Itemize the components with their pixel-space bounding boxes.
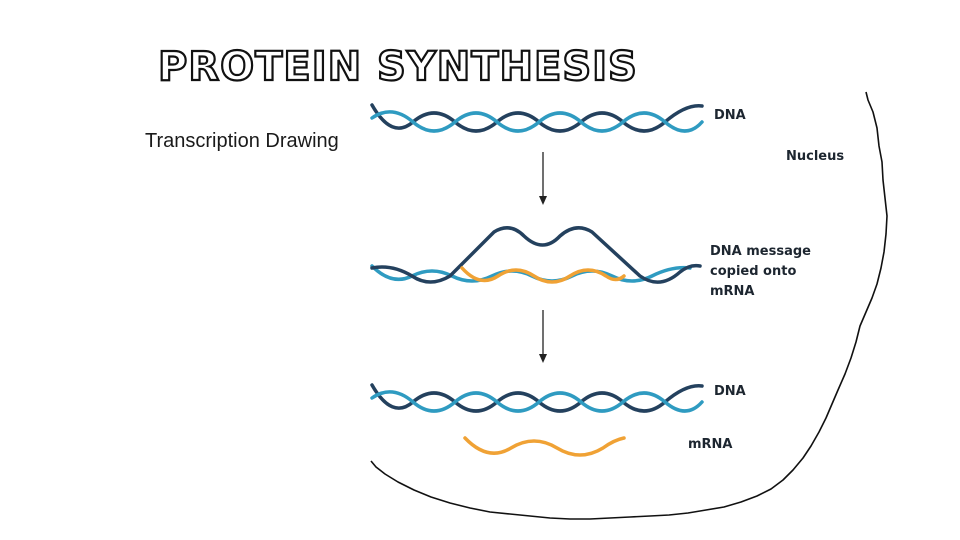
mrna-strand-released	[465, 438, 624, 455]
label-mrna: mRNA	[688, 435, 733, 455]
label-dna-copied: DNA message copied onto mRNA	[710, 242, 830, 302]
label-dna-top: DNA	[714, 106, 746, 126]
arrow-down-1	[539, 152, 547, 205]
label-dna-copied-line2: copied onto	[710, 262, 830, 282]
arrow-down-2	[539, 310, 547, 363]
slide-subtitle: Transcription Drawing	[145, 130, 370, 153]
dna-helix-bottom	[372, 385, 702, 411]
slide-title: PROTEIN SYNTHESIS	[158, 44, 638, 90]
label-dna-copied-line1: DNA message	[710, 242, 830, 262]
dna-helix-top	[372, 105, 702, 131]
label-dna-copied-line3: mRNA	[710, 282, 830, 302]
label-dna-bottom: DNA	[714, 382, 746, 402]
label-nucleus: Nucleus	[786, 147, 844, 167]
dna-unwound-with-mrna	[372, 228, 700, 282]
